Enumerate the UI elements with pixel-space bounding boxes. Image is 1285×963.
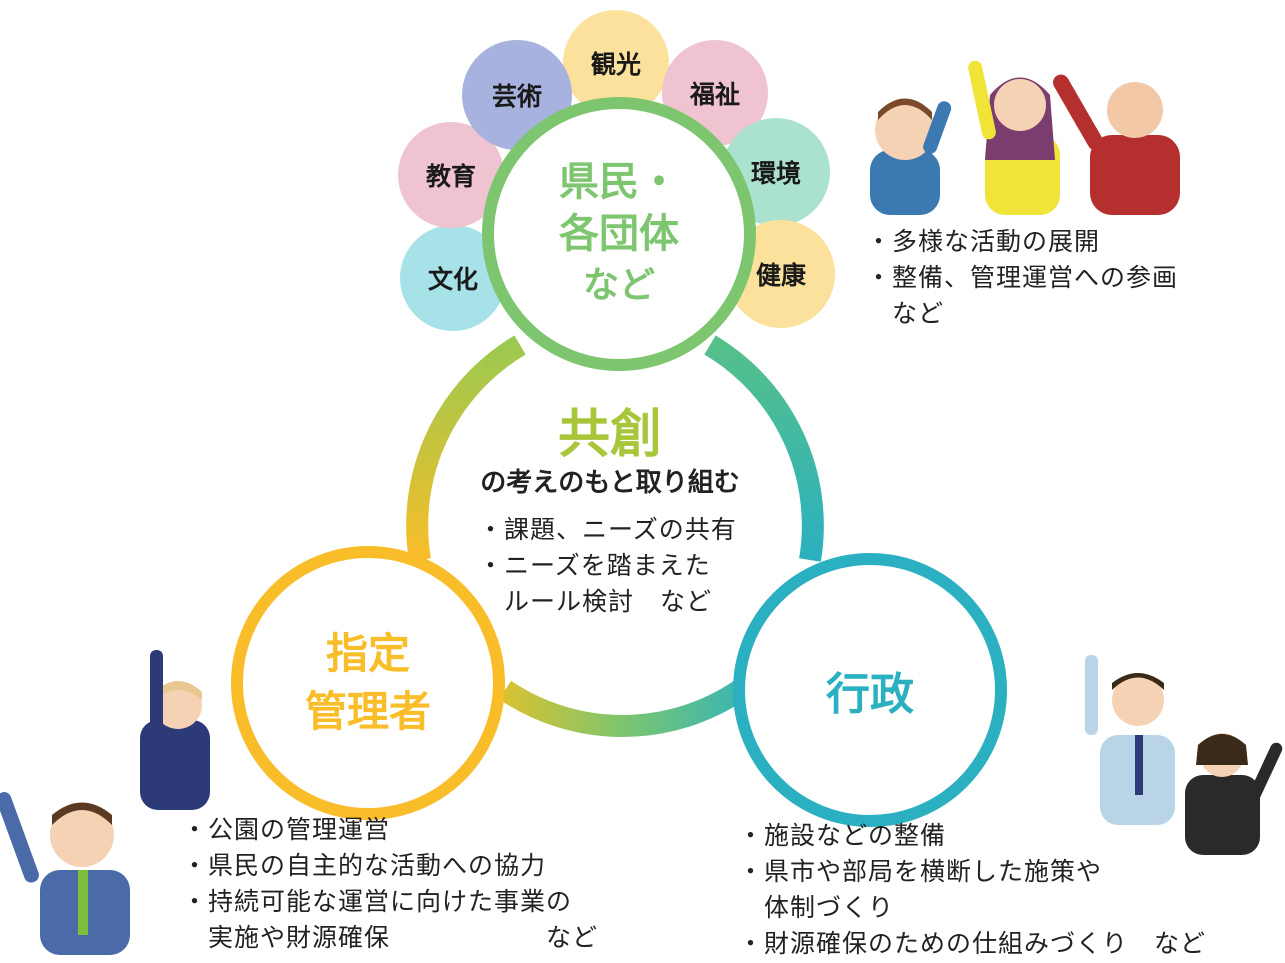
woman-figure xyxy=(968,60,1060,215)
ring-left-arc xyxy=(406,335,526,562)
citizens-bullets: ・多様な活動の展開 ・整備、管理運営への参画 など xyxy=(866,227,1179,328)
government-people-illustration xyxy=(1085,655,1283,855)
government-circle: 行政 xyxy=(733,553,1007,827)
ring-right-arc xyxy=(704,335,824,562)
center-bullets: ・課題、ニーズの共有 ・ニーズを踏まえた ルール検討 など xyxy=(478,515,737,616)
citizens-circle: 県民・ 各団体 など xyxy=(482,97,756,371)
citizens-title-line1: 県民・ xyxy=(559,159,679,205)
manager-title-line1: 指定 xyxy=(325,629,410,678)
boy-figure xyxy=(870,98,952,215)
man-staff-figure xyxy=(0,792,130,955)
citizens-title-line3: など xyxy=(582,265,655,306)
government-bullets: ・施設などの整備 ・県市や部局を横断した施策や 体制づくり ・財源確保のための仕… xyxy=(738,821,1207,958)
manager-people-illustration xyxy=(0,650,210,955)
woman-official-figure xyxy=(1185,733,1283,855)
government-title: 行政 xyxy=(826,669,914,720)
manager-circle: 指定 管理者 xyxy=(231,546,505,820)
citizens-people-illustration xyxy=(870,60,1180,215)
woman-staff-figure xyxy=(140,650,210,810)
man-official-figure xyxy=(1085,655,1175,825)
manager-title-line2: 管理者 xyxy=(304,687,431,736)
center-title: 共創 xyxy=(557,405,662,465)
old-man-figure xyxy=(1053,74,1180,215)
ring-bottom-arc xyxy=(498,680,747,737)
manager-bullets: ・公園の管理運営 ・県民の自主的な活動への協力 ・持続可能な運営に向けた事業の … xyxy=(182,815,599,952)
center-subtitle: の考えのもと取り組む xyxy=(480,468,740,498)
citizens-title-line2: 各団体 xyxy=(559,211,679,257)
